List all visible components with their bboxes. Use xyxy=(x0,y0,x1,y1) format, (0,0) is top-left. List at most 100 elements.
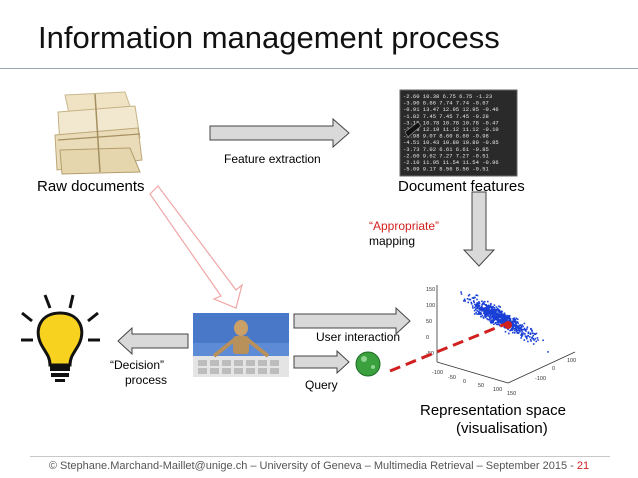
scatter-point xyxy=(518,324,520,327)
scatter-point xyxy=(522,333,524,336)
footer-text: © Stephane.Marchand-Maillet@unige.ch – U… xyxy=(48,460,577,472)
scatter-point xyxy=(501,315,504,317)
scatter-point xyxy=(498,309,500,311)
scatter-point xyxy=(489,320,492,322)
scatter-point xyxy=(482,308,485,311)
scatter-point xyxy=(499,322,502,324)
scatter-point xyxy=(472,300,475,302)
scatter-point xyxy=(481,314,484,317)
scatter-point xyxy=(534,333,536,335)
scatter-point xyxy=(491,312,493,315)
scatter-point xyxy=(514,326,517,328)
scatter-point xyxy=(487,306,490,309)
scatter-point xyxy=(494,317,496,319)
scatter-point xyxy=(470,303,473,305)
scatter-point xyxy=(517,322,519,325)
x-tick-label: 100 xyxy=(493,387,502,393)
scatter-point xyxy=(523,327,526,330)
scatter-point xyxy=(475,305,477,308)
query-label: Query xyxy=(305,378,338,392)
scatter-point xyxy=(505,318,507,320)
scatter-point xyxy=(482,307,485,310)
decision-label-line2: process xyxy=(125,373,168,387)
scatter-point xyxy=(464,300,466,302)
scatter-point xyxy=(473,301,475,304)
scatter-point xyxy=(474,306,476,309)
scatter-point xyxy=(485,305,488,307)
scatter-point xyxy=(515,317,518,320)
scatter-point xyxy=(505,317,508,319)
scatter-point xyxy=(532,338,534,340)
scatter-point xyxy=(505,320,508,322)
scatter-point xyxy=(516,325,519,327)
scatter-point xyxy=(516,318,519,321)
scatter-point xyxy=(494,318,496,321)
scatter-point xyxy=(505,315,507,318)
scatter-point xyxy=(504,315,506,318)
scatter-point xyxy=(477,305,479,308)
representation-label-line2: (visualisation) xyxy=(456,420,548,437)
scatter-point xyxy=(467,301,469,304)
scatter-point xyxy=(511,321,514,324)
scatter-point xyxy=(491,311,494,313)
scatter-point xyxy=(498,319,500,321)
scatter-point xyxy=(468,293,471,296)
scatter-point xyxy=(476,313,478,315)
scatter-point xyxy=(486,313,489,316)
scatter-point xyxy=(491,310,493,312)
scatter-point xyxy=(483,303,485,305)
scatter-point xyxy=(497,314,500,316)
scatter-point xyxy=(487,304,490,307)
scatter-point xyxy=(506,318,508,321)
scatter-point xyxy=(518,327,520,330)
scatter-point xyxy=(501,322,504,325)
scatter-point xyxy=(500,316,502,318)
scatter-point xyxy=(489,307,491,309)
slide-title: Information management process xyxy=(38,20,500,55)
scatter-point xyxy=(496,312,499,314)
scatter-point xyxy=(478,313,481,315)
scatter-point xyxy=(536,337,539,339)
scatter-point xyxy=(534,337,537,340)
scatter-point xyxy=(501,317,503,320)
feature-table-row: -2.60 9.62 7.27 7.27 -0.51 xyxy=(403,152,490,159)
scatter-point xyxy=(494,311,496,314)
scatter-point xyxy=(512,331,514,334)
y-tick-label: 150 xyxy=(426,287,435,293)
scatter-point xyxy=(477,304,480,306)
scatter-point xyxy=(478,305,480,307)
scatter-point xyxy=(481,310,483,312)
x-tick-label: 50 xyxy=(478,383,484,389)
scatter-point xyxy=(476,307,478,310)
y-tick-label: 0 xyxy=(426,335,429,341)
scatter-point xyxy=(484,316,487,319)
scatter-point xyxy=(471,297,474,299)
scatter-point xyxy=(495,314,497,317)
scatter-point xyxy=(503,312,506,315)
scatter-point xyxy=(526,337,528,340)
query-projection-line xyxy=(389,321,509,373)
scatter-point xyxy=(487,311,489,314)
scatter-point xyxy=(489,313,491,315)
scatter-point xyxy=(537,339,539,341)
scatter-point xyxy=(506,316,509,319)
page-number: 21 xyxy=(576,460,590,472)
scatter-point xyxy=(473,313,476,315)
scatter-point xyxy=(530,332,532,335)
scatter-point xyxy=(524,333,526,335)
scatter-point xyxy=(513,329,516,332)
representation-label-line1: Representation space xyxy=(420,402,566,419)
scatter-point xyxy=(493,307,496,309)
scatter-point xyxy=(492,315,495,318)
slide-footer: © Stephane.Marchand-Maillet@unige.ch – U… xyxy=(0,460,638,472)
scatter-point xyxy=(484,312,486,314)
scatter-point xyxy=(498,313,501,316)
document-features-label: Document features xyxy=(398,178,525,195)
scatter-point xyxy=(502,313,504,316)
scatter-point xyxy=(500,321,503,323)
scatter-point xyxy=(503,321,505,323)
feature-table-row: -1.98 9.07 8.60 8.60 -0.98 xyxy=(403,133,489,140)
scatter-point xyxy=(496,317,499,320)
scatter-point xyxy=(460,291,462,293)
scatter-point xyxy=(490,313,492,315)
